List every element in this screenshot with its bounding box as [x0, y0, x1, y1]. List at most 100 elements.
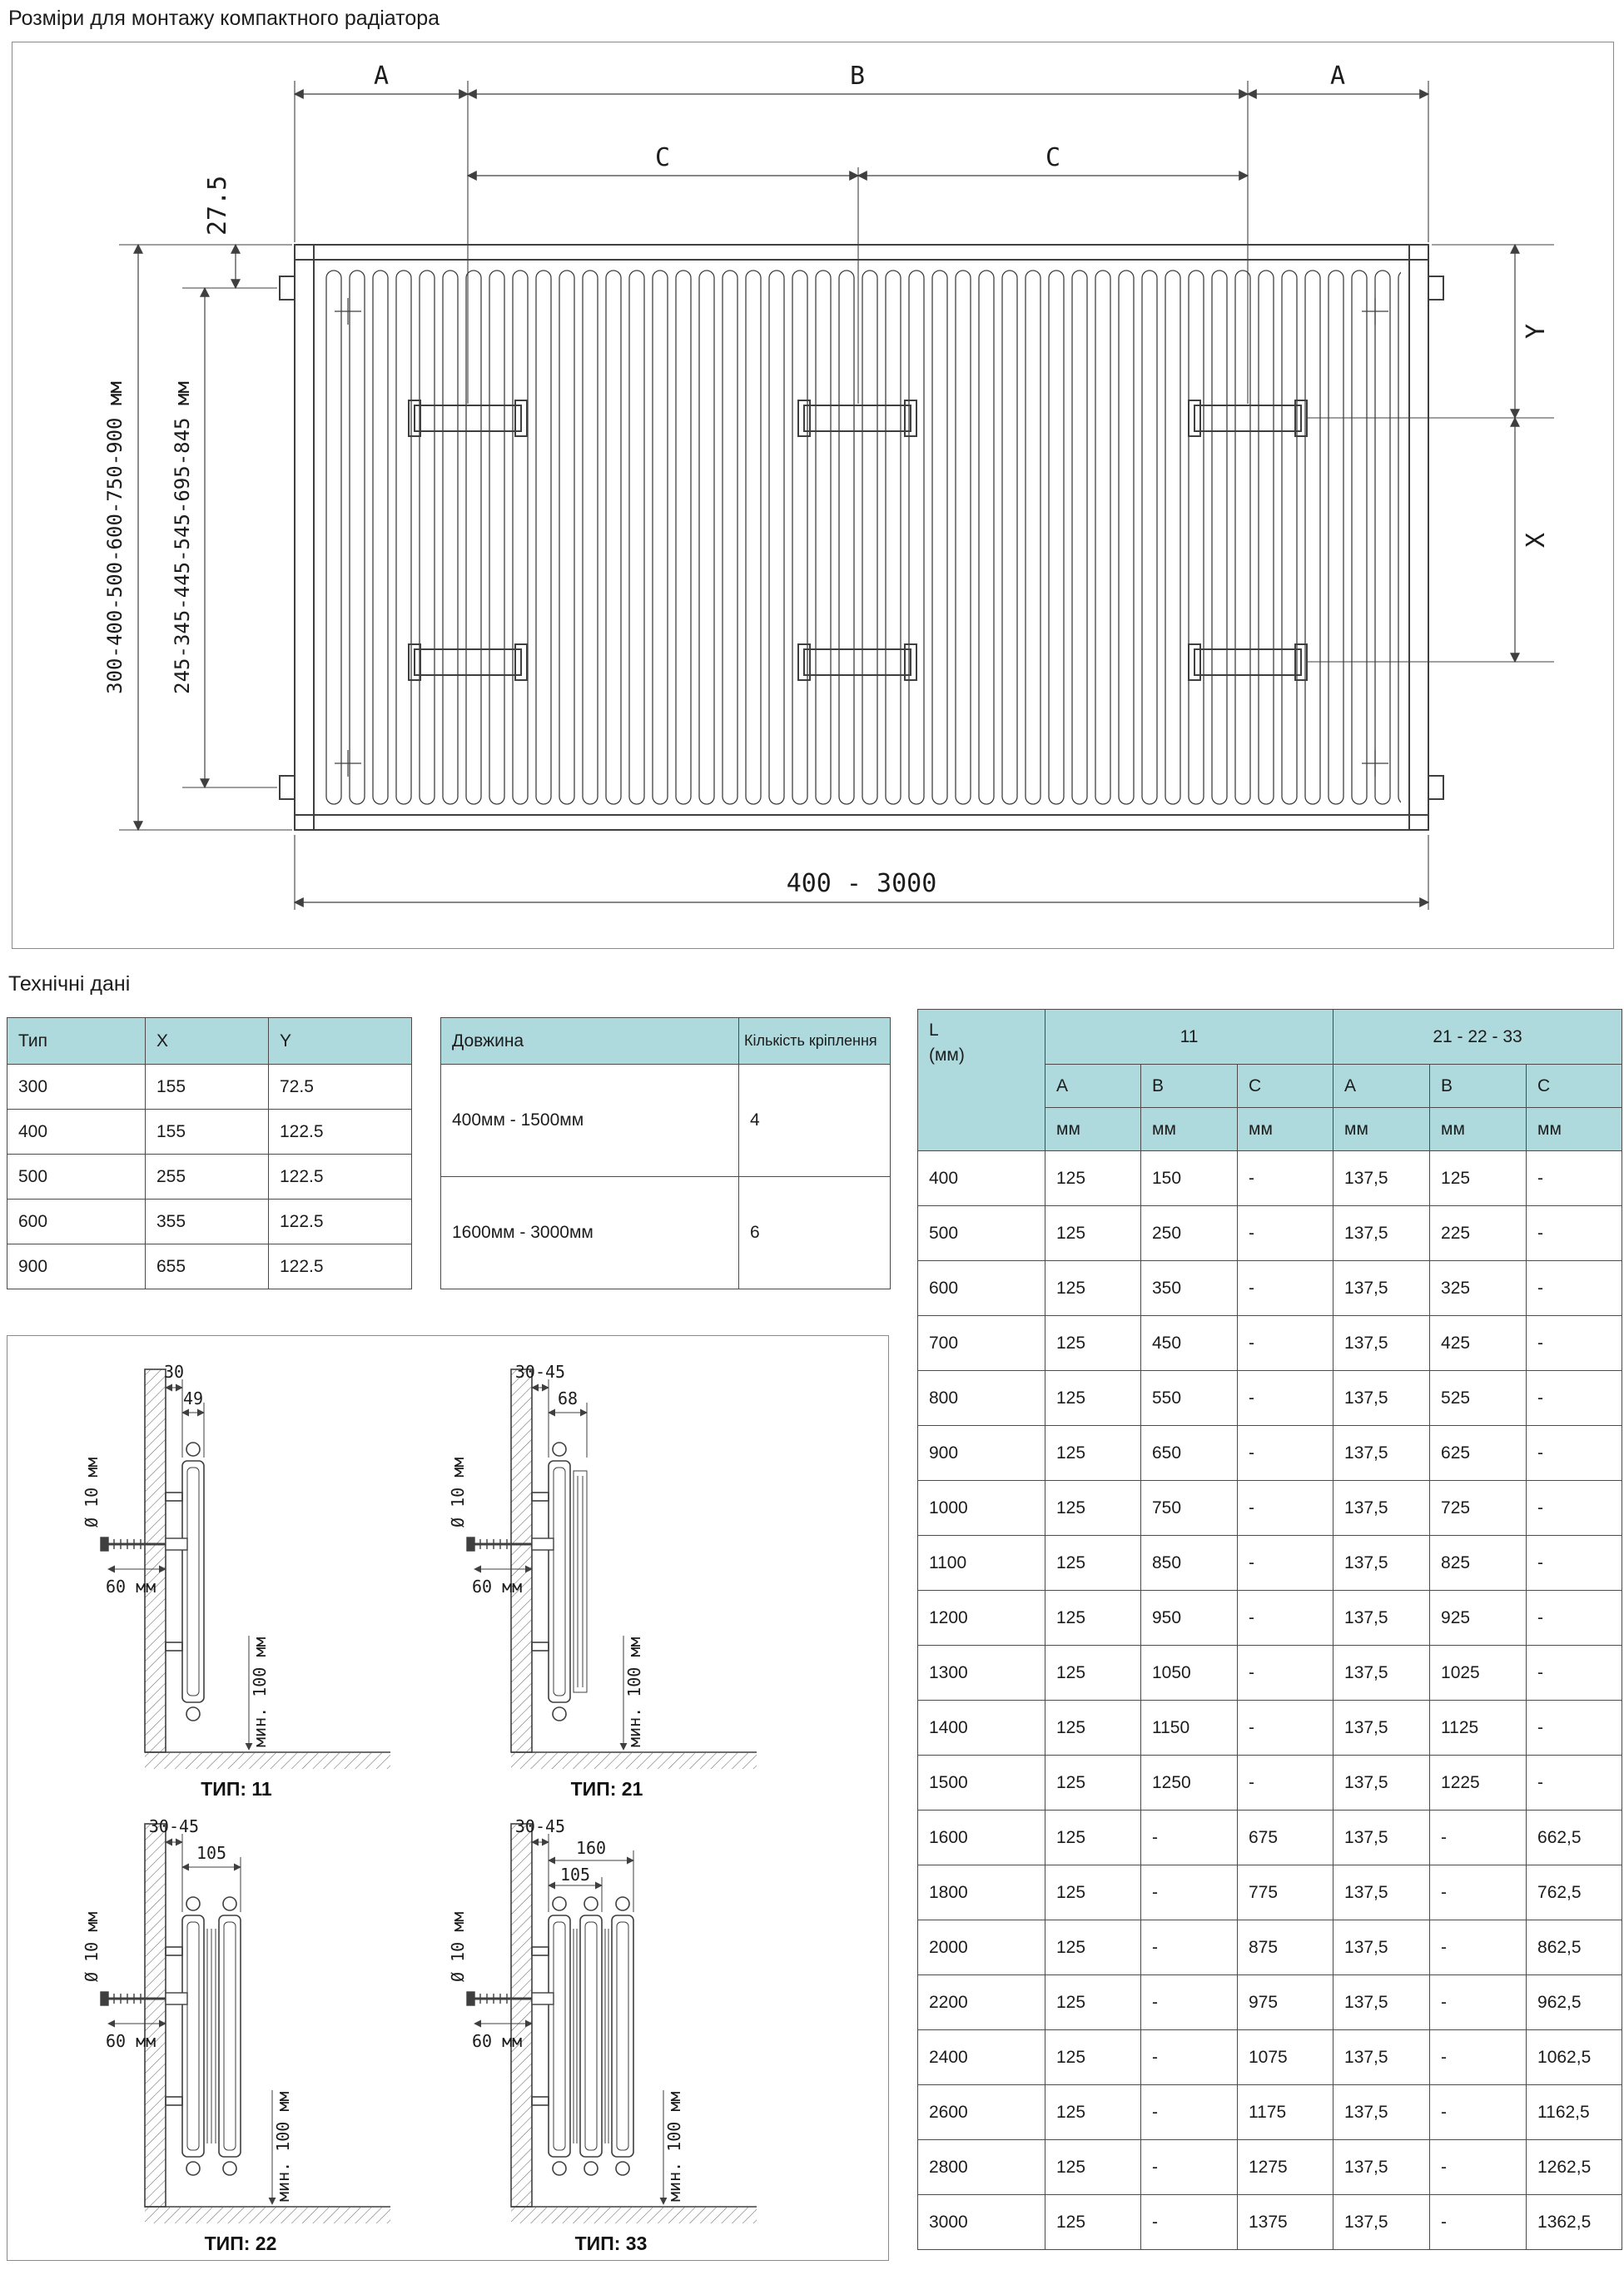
cell-11-b: 650	[1140, 1425, 1238, 1481]
cell-11-a: 125	[1045, 1920, 1141, 1975]
cell-21-c: -	[1526, 1425, 1623, 1481]
cell-21-a: 137,5	[1333, 1480, 1431, 1536]
l-label: L	[929, 1021, 939, 1040]
table-header-row: Тип X Y	[7, 1017, 412, 1065]
radiator-top-drawing: A B A C C 27.5 300-400-500-600-750-900 м…	[103, 62, 1554, 910]
cell-21-a: 137,5	[1333, 1590, 1431, 1646]
unit-mm: мм	[1140, 1107, 1238, 1151]
dim-label-a-right: A	[1330, 62, 1345, 91]
mounting-diagrams-panel: 30 49 Ø 10 мм 60 мм мин. 100 мм ТИП: 11	[7, 1335, 889, 2261]
cell-l: 1100	[917, 1535, 1045, 1591]
cell-11-b: 150	[1140, 1150, 1238, 1206]
dimension-lines	[107, 1379, 253, 1751]
col-header-y: Y	[268, 1017, 412, 1065]
gap-dim-label: 30-45	[149, 1816, 199, 1836]
unit-mm: мм	[1429, 1107, 1527, 1151]
group-header-11: 11	[1044, 1009, 1334, 1065]
col-header-l: L (мм)	[917, 1009, 1045, 1151]
mount-diagram-type-33: 30-45 160 105 Ø 10 мм 60 мм мин. 100 мм …	[448, 1816, 757, 2254]
mounting-diagrams: 30 49 Ø 10 мм 60 мм мин. 100 мм ТИП: 11	[82, 1362, 757, 2254]
cell-11-c: -	[1236, 1535, 1334, 1591]
table-row: 1600мм - 3000мм 6	[440, 1176, 891, 1289]
cell-length-range: 400мм - 1500мм	[440, 1064, 739, 1177]
subheader-b1: B	[1140, 1064, 1238, 1108]
cell-21-b: -	[1429, 1920, 1527, 1975]
cell-l: 2200	[917, 1974, 1045, 2030]
cell-11-c: -	[1236, 1205, 1334, 1261]
cell-21-b: 525	[1429, 1370, 1527, 1426]
cell-11-a: 125	[1045, 1755, 1141, 1811]
cell-type: 500	[7, 1154, 146, 1200]
cell-21-c: 762,5	[1526, 1865, 1623, 1920]
dim-label-y: Y	[1522, 324, 1551, 339]
table-row: 1800 125 - 775 137,5 - 762,5	[917, 1865, 1623, 1920]
table-row: 1300 125 1050 - 137,5 1025 -	[917, 1645, 1623, 1701]
cell-21-c: 662,5	[1526, 1810, 1623, 1865]
cell-21-b: 325	[1429, 1260, 1527, 1316]
cell-11-b: 950	[1140, 1590, 1238, 1646]
cell-11-b: 250	[1140, 1205, 1238, 1261]
cell-21-c: 1162,5	[1526, 2084, 1623, 2140]
dim-label-height-outer: 300-400-500-600-750-900 мм	[103, 381, 127, 694]
subheader-a2: A	[1333, 1064, 1431, 1108]
type-label: ТИП: 33	[575, 2233, 648, 2254]
cell-11-b: -	[1140, 1810, 1238, 1865]
cell-11-c: 675	[1236, 1810, 1334, 1865]
table-row: 1400 125 1150 - 137,5 1125 -	[917, 1700, 1623, 1756]
anchor-diameter-label: Ø 10 мм	[448, 1912, 468, 1982]
cell-21-a: 137,5	[1333, 2139, 1431, 2195]
anchor-bolt	[466, 1991, 554, 2006]
anchor-depth-label: 60 мм	[106, 2031, 156, 2051]
cell-21-a: 137,5	[1333, 1645, 1431, 1701]
mount-diagram-type-11: 30 49 Ø 10 мм 60 мм мин. 100 мм ТИП: 11	[82, 1362, 390, 1800]
table-row: 1000 125 750 - 137,5 725 -	[917, 1480, 1623, 1536]
cell-21-c: -	[1526, 1590, 1623, 1646]
cell-l: 500	[917, 1205, 1045, 1261]
cell-11-c: 1275	[1236, 2139, 1334, 2195]
cell-11-c: -	[1236, 1425, 1334, 1481]
hanging-lug	[279, 775, 295, 800]
anchor-diameter-label: Ø 10 мм	[448, 1458, 468, 1527]
cell-l: 2000	[917, 1920, 1045, 1975]
cell-21-b: 725	[1429, 1480, 1527, 1536]
dim-label-b: B	[850, 62, 865, 91]
cell-21-b: 825	[1429, 1535, 1527, 1591]
gap-dim-label: 30-45	[515, 1362, 565, 1382]
table-header-row: Довжина Кількість кріплення	[440, 1017, 891, 1065]
mount-diagram-type-22: 30-45 105 Ø 10 мм 60 мм мин. 100 мм ТИП:…	[82, 1816, 390, 2254]
cell-21-c: 862,5	[1526, 1920, 1623, 1975]
col-header-fastening-count: Кількість кріплення	[738, 1017, 891, 1065]
type-label: ТИП: 21	[571, 1778, 643, 1800]
cell-11-c: 1075	[1236, 2029, 1334, 2085]
cell-21-c: -	[1526, 1315, 1623, 1371]
cell-11-a: 125	[1045, 1810, 1141, 1865]
table-row: 2400 125 - 1075 137,5 - 1062,5	[917, 2029, 1623, 2085]
table-row: 3000 125 - 1375 137,5 - 1362,5	[917, 2194, 1623, 2250]
cell-y: 122.5	[268, 1199, 412, 1244]
dimension-lines	[107, 1834, 276, 2205]
cell-11-a: 125	[1045, 1260, 1141, 1316]
cell-x: 155	[145, 1109, 269, 1155]
cell-21-a: 137,5	[1333, 1974, 1431, 2030]
radiator-drawing-panel: A B A C C 27.5 300-400-500-600-750-900 м…	[12, 42, 1614, 949]
table-row: 400 155 122.5	[7, 1109, 412, 1155]
cell-11-b: 850	[1140, 1535, 1238, 1591]
dim-label-length: 400 - 3000	[787, 869, 937, 898]
cell-21-c: -	[1526, 1480, 1623, 1536]
cell-11-c: -	[1236, 1315, 1334, 1371]
tech-data-title: Технічні дані	[8, 972, 131, 996]
dimension-lines	[474, 1379, 628, 1751]
cell-11-c: -	[1236, 1260, 1334, 1316]
cell-21-c: -	[1526, 1260, 1623, 1316]
cell-11-b: 450	[1140, 1315, 1238, 1371]
table-row: 700 125 450 - 137,5 425 -	[917, 1315, 1623, 1371]
cell-21-b: -	[1429, 1974, 1527, 2030]
depth-dim-label: 160	[576, 1838, 606, 1858]
cell-11-b: 1250	[1140, 1755, 1238, 1811]
cell-11-c: -	[1236, 1755, 1334, 1811]
dimension-lines	[474, 1834, 668, 2205]
cell-11-c: 1175	[1236, 2084, 1334, 2140]
floor-hatch	[145, 2207, 390, 2223]
unit-mm: мм	[1236, 1107, 1334, 1151]
depth-dim-label: 49	[183, 1388, 203, 1408]
